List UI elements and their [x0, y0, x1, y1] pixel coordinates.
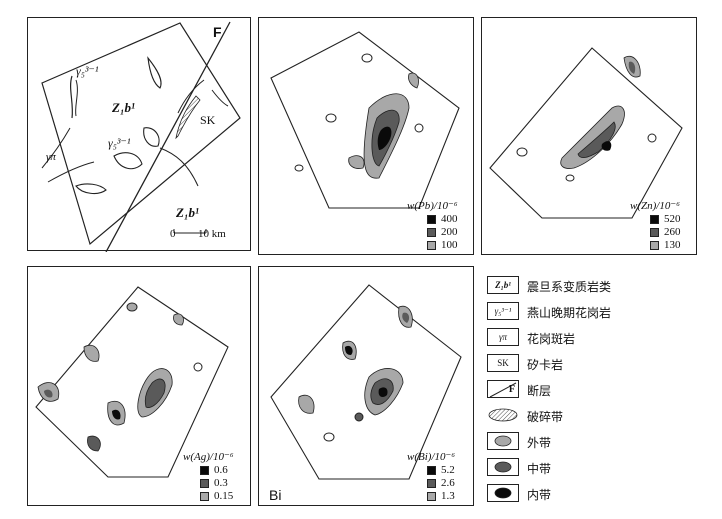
bi-legend-inner: 5.2	[441, 464, 455, 476]
pb-swatch-inner	[427, 215, 436, 224]
zn-swatch-outer	[650, 241, 659, 250]
ag-anomaly-panel: w(Ag)/10⁻⁶ 0.6 0.3 0.15	[27, 266, 251, 506]
geology-map-drawing	[41, 21, 241, 252]
legend-symbol-inner-zone	[487, 484, 519, 502]
pb-legend-outer: 100	[441, 239, 458, 251]
legend-label-porphyry: 花岗斑岩	[527, 332, 576, 346]
legend-label-granite: 燕山晚期花岗岩	[527, 306, 612, 320]
bi-title: w(Bi)/10⁻⁶	[407, 451, 456, 463]
unit-label-upper: Z₁b¹	[112, 100, 135, 115]
legend-label-outer-zone: 外带	[527, 436, 552, 450]
ag-legend-inner: 0.6	[214, 464, 228, 476]
ag-legend-middle: 0.3	[214, 477, 228, 489]
legend-item-sinian: Z₁b¹ 震旦系变质岩类	[487, 276, 717, 296]
legend-item-fault: F 断层	[487, 380, 717, 400]
middle-zone-icon	[494, 461, 512, 473]
ag-swatch-inner	[200, 466, 209, 475]
bi-anomaly-panel: Bi w(Bi)/10⁻⁶ 5.2 2.6 1.3	[258, 266, 474, 506]
unit-label-lower: Z₁b¹	[176, 205, 199, 220]
granite-label-upper: γ₅³⁻¹	[76, 64, 99, 78]
pb-swatch-outer	[427, 241, 436, 250]
legend-label-inner-zone: 内带	[527, 488, 552, 502]
legend-label-sinian: 震旦系变质岩类	[527, 280, 612, 294]
ag-swatch-outer	[200, 492, 209, 501]
scale-zero-label: 0	[170, 228, 176, 240]
granite-label-lower: γ₅³⁻¹	[108, 136, 131, 150]
legend-fault-letter: F	[508, 383, 515, 395]
legend-symbol-granite: γ₅³⁻¹	[487, 302, 519, 320]
legend-symbol-fracture	[487, 406, 519, 424]
zn-anomaly-map	[489, 47, 683, 219]
map-legend: Z₁b¹ 震旦系变质岩类 γ₅³⁻¹ 燕山晚期花岗岩 γπ 花岗斑岩 SK 矽卡…	[487, 276, 717, 506]
pb-anomaly-map	[270, 31, 460, 209]
legend-symbol-outer-zone	[487, 432, 519, 450]
bi-corner-label: Bi	[269, 487, 282, 503]
bi-legend-outer: 1.3	[441, 490, 455, 502]
zn-legend-inner: 520	[664, 213, 681, 225]
legend-item-granite: γ₅³⁻¹ 燕山晚期花岗岩	[487, 302, 717, 322]
legend-item-fracture: 破碎带	[487, 406, 717, 426]
ag-swatch-middle	[200, 479, 209, 488]
ag-anomaly-map	[35, 286, 229, 478]
geology-map-panel: F Z₁b¹ Z₁b¹ γ₅³⁻¹ γ₅³⁻¹ γπ SK 0 10 km	[27, 17, 251, 252]
fault-label: F	[213, 24, 222, 40]
legend-symbol-skarn: SK	[487, 354, 519, 372]
porphyry-label: γπ	[46, 151, 56, 163]
legend-item-porphyry: γπ 花岗斑岩	[487, 328, 717, 348]
bi-swatch-outer	[427, 492, 436, 501]
zn-swatch-middle	[650, 228, 659, 237]
legend-symbol-middle-zone	[487, 458, 519, 476]
legend-symbol-fault: F	[487, 380, 519, 398]
legend-item-skarn: SK 矽卡岩	[487, 354, 717, 374]
bi-anomaly-map	[270, 284, 462, 480]
inner-zone-icon	[494, 487, 512, 499]
legend-item-outer-zone: 外带	[487, 432, 717, 452]
zn-legend-middle: 260	[664, 226, 681, 238]
legend-label-fault: 断层	[527, 384, 552, 398]
bi-legend-middle: 2.6	[441, 477, 455, 489]
pb-title: w(Pb)/10⁻⁶	[407, 200, 458, 212]
scale-ten-label: 10 km	[198, 228, 226, 240]
legend-symbol-sinian: Z₁b¹	[487, 276, 519, 294]
fracture-zone-icon	[488, 408, 518, 422]
zn-title: w(Zn)/10⁻⁶	[630, 200, 680, 212]
pb-swatch-middle	[427, 228, 436, 237]
ag-legend-outer: 0.15	[214, 490, 234, 502]
pb-legend-inner: 400	[441, 213, 458, 225]
zn-swatch-inner	[650, 215, 659, 224]
legend-symbol-porphyry: γπ	[487, 328, 519, 346]
ag-title: w(Ag)/10⁻⁶	[183, 451, 234, 463]
pb-anomaly-panel: w(Pb)/10⁻⁶ 400 200 100	[258, 17, 474, 255]
outer-zone-icon	[494, 435, 512, 447]
legend-label-skarn: 矽卡岩	[527, 358, 564, 372]
bi-swatch-inner	[427, 466, 436, 475]
pb-legend-middle: 200	[441, 226, 458, 238]
zn-anomaly-panel: w(Zn)/10⁻⁶ 520 260 130	[481, 17, 697, 255]
fault-line-icon	[489, 382, 517, 398]
bi-swatch-middle	[427, 479, 436, 488]
legend-item-middle-zone: 中带	[487, 458, 717, 478]
legend-label-middle-zone: 中带	[527, 462, 552, 476]
zn-legend-outer: 130	[664, 239, 681, 251]
legend-item-inner-zone: 内带	[487, 484, 717, 504]
legend-label-fracture: 破碎带	[527, 410, 564, 424]
skarn-label: SK	[200, 113, 216, 127]
